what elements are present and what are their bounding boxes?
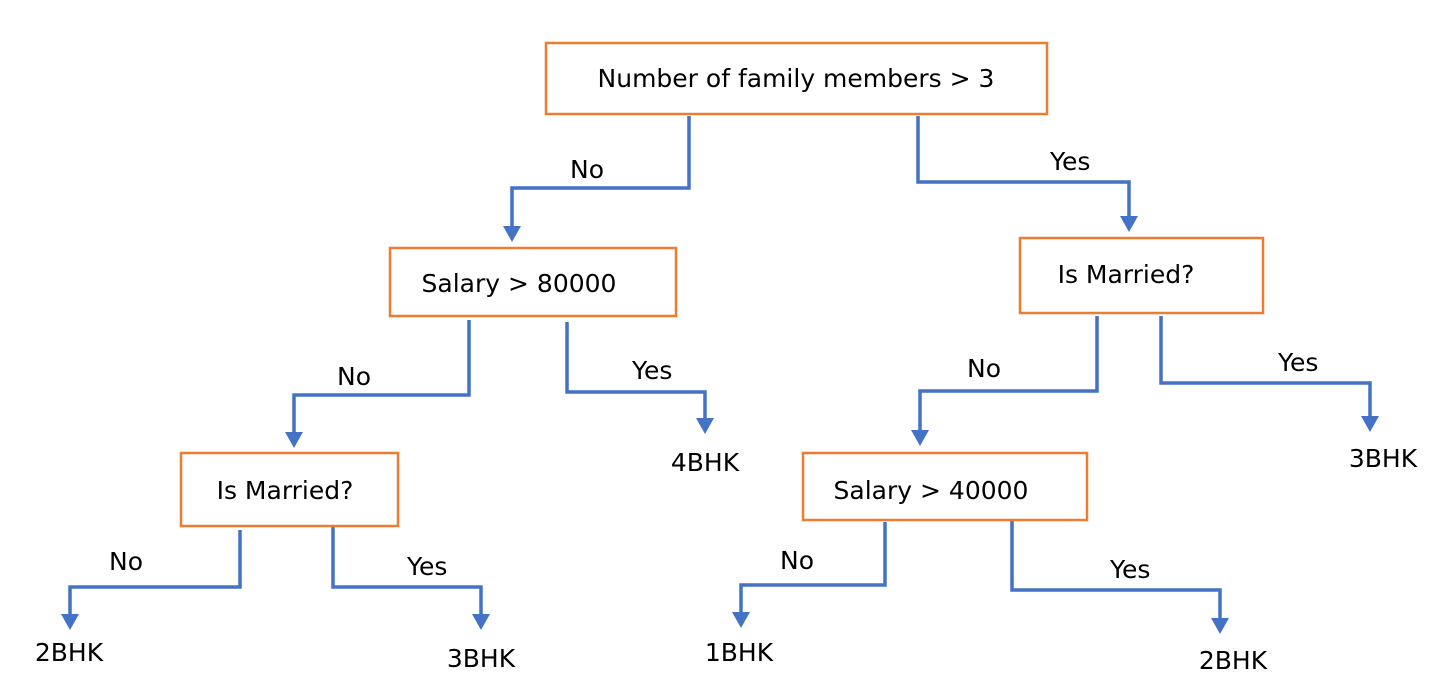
- leaf-1bhk: 1BHK: [705, 638, 774, 667]
- edge-salary40-yes: [1010, 520, 1222, 620]
- edges: [61, 116, 1379, 634]
- node-box: [1018, 236, 1265, 315]
- node-is-married-right: Is Married?: [1018, 236, 1265, 315]
- edge-label-root-yes: Yes: [1049, 147, 1090, 176]
- edge-salary40-no: [739, 522, 887, 614]
- edge-married-left-no: [68, 530, 242, 616]
- node-is-married-left: Is Married?: [179, 451, 400, 528]
- edge-root-yes: [916, 116, 1131, 218]
- edge-label-salary80-no: No: [337, 362, 371, 391]
- edge-label-married-right-no: No: [967, 354, 1001, 383]
- edge-married-right-yes: [1159, 316, 1372, 418]
- edge-salary80-no: [292, 320, 471, 434]
- node-label-is-married-left: Is Married?: [217, 476, 354, 505]
- edge-salary80-yes: [565, 322, 707, 420]
- edge-label-salary80-yes: Yes: [631, 356, 672, 385]
- node-salary-80000: Salary > 80000: [388, 246, 678, 318]
- edge-label-root-no: No: [570, 155, 604, 184]
- edge-root-no: [510, 116, 691, 228]
- arrow-head: [696, 418, 714, 434]
- node-label-salary-40000: Salary > 40000: [834, 476, 1029, 505]
- arrow-head: [911, 430, 929, 446]
- edge-label-married-right-yes: Yes: [1277, 348, 1318, 377]
- node-root: Number of family members > 3: [544, 41, 1049, 116]
- leaves: 4BHK 3BHK 2BHK 3BHK 1BHK 2BHK: [35, 444, 1418, 675]
- node-label-is-married-right: Is Married?: [1058, 260, 1195, 289]
- edge-label-salary40-yes: Yes: [1109, 555, 1150, 584]
- edge-married-right-no: [918, 316, 1099, 432]
- node-box: [179, 451, 400, 528]
- arrow-head: [503, 226, 521, 242]
- arrow-head: [285, 432, 303, 448]
- arrow-head: [1120, 216, 1138, 232]
- node-salary-40000: Salary > 40000: [801, 451, 1089, 522]
- arrow-head: [61, 614, 79, 630]
- arrow-head: [1361, 416, 1379, 432]
- leaf-2bhk-left: 2BHK: [35, 638, 104, 667]
- leaf-4bhk: 4BHK: [671, 448, 740, 477]
- node-box: [544, 41, 1049, 116]
- edge-label-married-left-no: No: [109, 547, 143, 576]
- leaf-2bhk-right: 2BHK: [1199, 646, 1268, 675]
- leaf-3bhk-right: 3BHK: [1349, 444, 1418, 473]
- arrow-head: [732, 612, 750, 628]
- arrow-head: [1211, 618, 1229, 634]
- arrow-head: [472, 614, 490, 630]
- node-box: [801, 451, 1089, 522]
- node-box: [388, 246, 678, 318]
- leaf-3bhk-left: 3BHK: [447, 644, 516, 673]
- node-label-salary-80000: Salary > 80000: [422, 269, 617, 298]
- edge-label-salary40-no: No: [780, 546, 814, 575]
- edge-married-left-yes: [331, 524, 483, 616]
- edge-label-married-left-yes: Yes: [406, 552, 447, 581]
- edge-labels: No Yes No Yes No Yes No Yes No Yes: [109, 147, 1318, 584]
- node-label-root: Number of family members > 3: [598, 64, 995, 93]
